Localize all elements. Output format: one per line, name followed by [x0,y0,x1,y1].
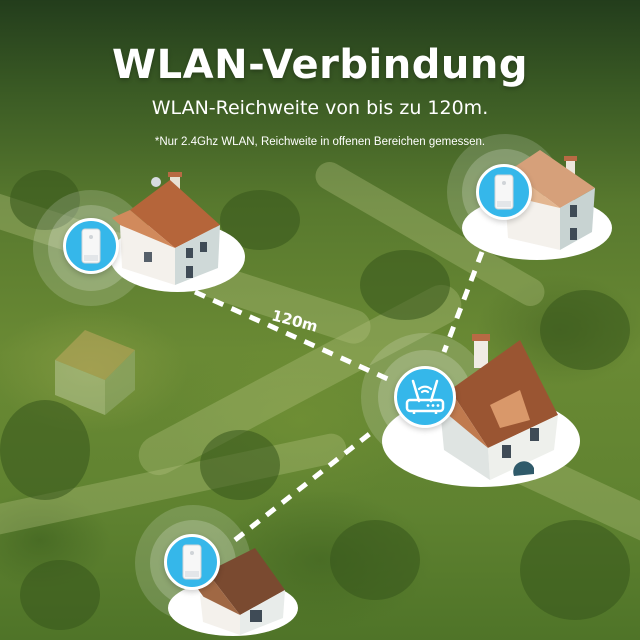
wifi-router-icon [405,379,445,414]
house [195,548,285,635]
repeater-plug-icon [182,544,202,580]
page-title: WLAN-Verbindung [112,42,528,88]
router-badge[interactable] [394,366,456,428]
background-tree [540,290,630,370]
connection-line-top-left [193,289,392,383]
page-subtitle: WLAN-Reichweite von bis zu 120m. [151,97,489,119]
background-house [55,330,135,415]
repeater-badge[interactable] [164,534,220,590]
repeater-badge[interactable] [63,218,119,274]
background-tree [10,170,80,230]
background-tree [360,250,450,320]
footnote: *Nur 2.4Ghz WLAN, Reichweite in offenen … [154,136,486,148]
background-tree [200,430,280,500]
repeater-badge[interactable] [476,164,532,220]
background-tree [330,520,420,600]
connection-line-top-right [441,251,485,353]
connection-line-bottom-left [233,430,374,542]
house [112,172,220,285]
repeater-plug-icon [494,174,514,210]
background-tree [20,560,100,630]
repeater-plug-icon [81,228,101,264]
background-tree [0,400,90,500]
background-tree [520,520,630,620]
